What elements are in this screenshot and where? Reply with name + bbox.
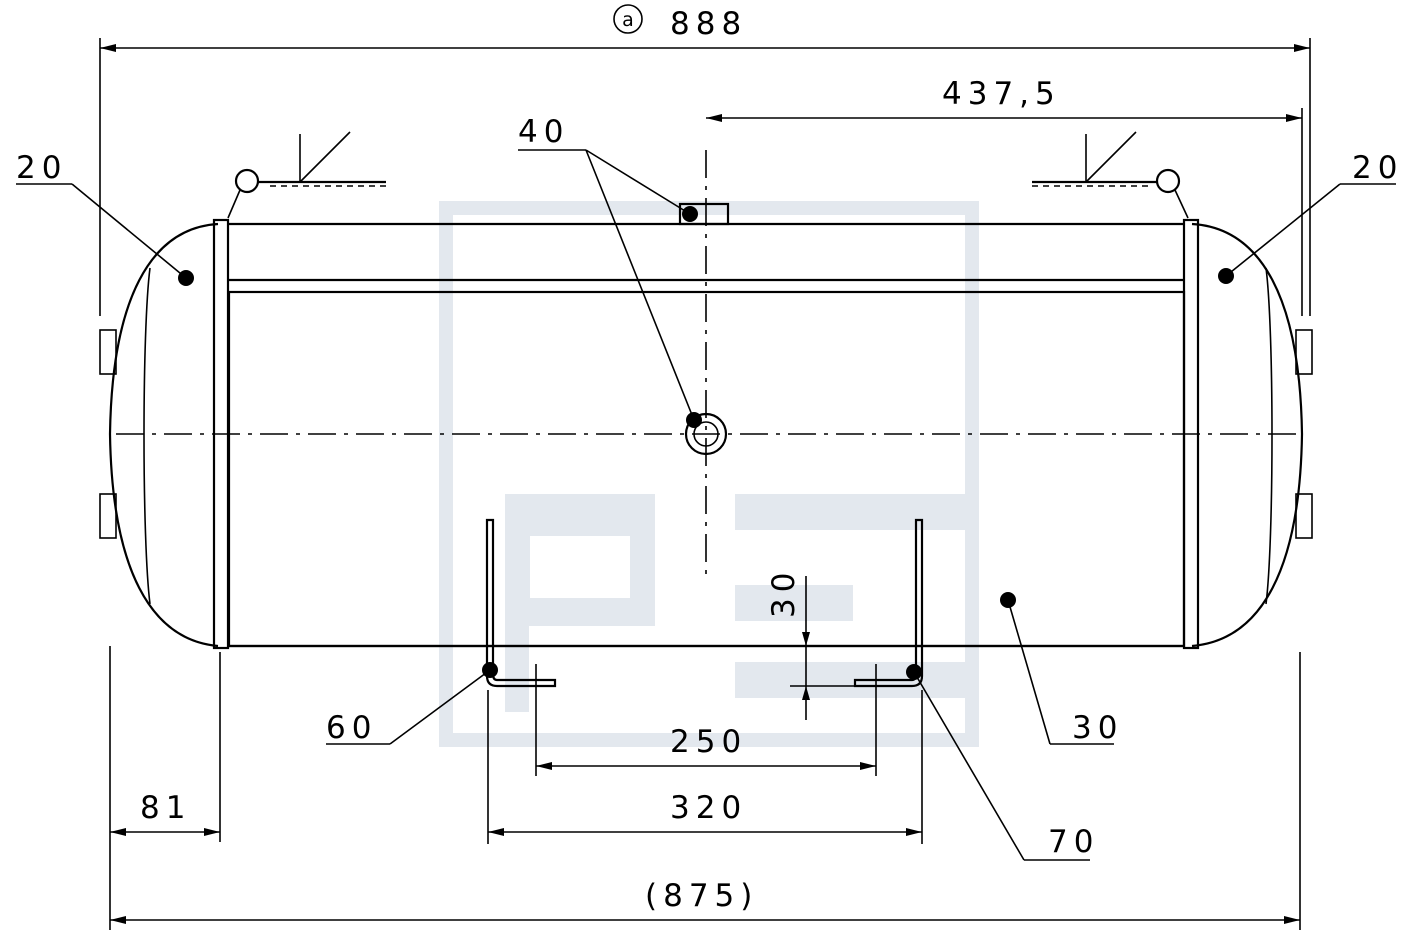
center-lines — [116, 150, 1296, 580]
dim-bracket-spacing: 320 — [670, 790, 747, 826]
circled-mark-letter: a — [622, 9, 634, 31]
lifting-lugs — [227, 131, 1189, 219]
dim-head-depth: 81 — [140, 790, 191, 826]
callout-bracket-left: 60 — [326, 710, 377, 746]
watermark-logo — [439, 201, 979, 747]
callout-shell: 30 — [1072, 710, 1123, 746]
dimension-lines — [99, 38, 1311, 930]
callout-head-right: 20 — [1352, 150, 1403, 186]
leader-lines — [16, 149, 1396, 861]
dim-overall-length: 888 — [670, 6, 747, 42]
callout-bracket-right: 70 — [1048, 824, 1099, 860]
dim-bracket-offset: 30 — [766, 567, 802, 618]
circled-mark-circle — [613, 4, 643, 34]
callout-head-left: 20 — [16, 150, 67, 186]
dim-half-length: 437,5 — [942, 76, 1061, 112]
dim-body-length: (875) — [645, 878, 758, 914]
callout-port-top: 40 — [518, 114, 569, 150]
dim-inner-bracket-spacing: 250 — [670, 724, 747, 760]
